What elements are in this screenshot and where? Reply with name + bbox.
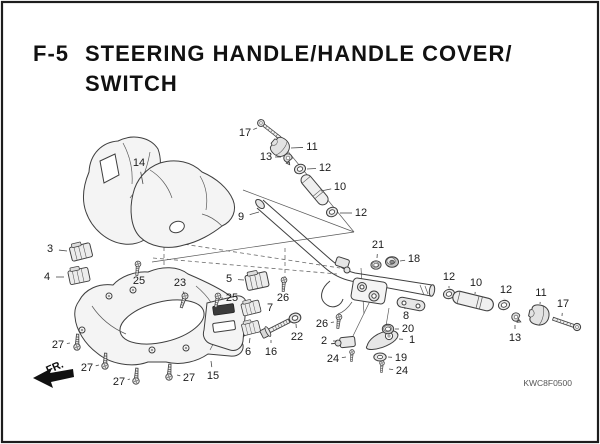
part-number-1: 1 <box>409 334 415 346</box>
leader-line-24 <box>388 368 394 371</box>
part-number-8: 8 <box>403 310 409 322</box>
fasteners <box>73 260 395 385</box>
part-number-19: 19 <box>395 352 407 364</box>
nut-18 <box>385 256 399 268</box>
brake-lever-curl <box>321 280 344 308</box>
leader-line-3 <box>58 249 68 252</box>
leader-line-6 <box>248 337 251 344</box>
handle-clamp-assembly <box>321 256 426 315</box>
leader-line-18 <box>399 259 406 262</box>
leader-line-26 <box>330 321 335 323</box>
part-number-17: 17 <box>239 127 251 139</box>
part-number-14: 14 <box>133 157 145 169</box>
part-number-11: 11 <box>306 141 317 153</box>
screw-bosses <box>78 286 190 354</box>
part-number-12: 12 <box>319 162 331 174</box>
part-number-24: 24 <box>327 353 339 365</box>
part-number-27: 27 <box>113 376 125 388</box>
part-number-27: 27 <box>81 362 93 374</box>
section-code: F-5 <box>33 41 69 66</box>
leader-line-11 <box>290 147 304 149</box>
part-number-22: 22 <box>291 331 303 343</box>
lower-handle-cover <box>74 267 247 366</box>
nut-21 <box>370 260 382 270</box>
page-title-line2: SWITCH <box>85 71 178 96</box>
part-number-12: 12 <box>355 207 367 219</box>
part-number-24: 24 <box>396 365 408 377</box>
leader-line-27 <box>176 374 181 377</box>
part-number-25: 25 <box>226 292 238 304</box>
leader-line-15 <box>210 360 213 368</box>
leader-line-12 <box>306 168 317 170</box>
leader-line-27 <box>127 378 131 381</box>
part-number-5: 5 <box>226 273 232 285</box>
part-number-2: 2 <box>321 335 327 347</box>
leader-line-17 <box>253 127 258 130</box>
part-number-6: 6 <box>245 346 251 358</box>
fr-arrow-icon <box>33 368 74 388</box>
leader-line-24 <box>341 356 347 359</box>
cover-vent-hole <box>99 153 120 184</box>
part-number-27: 27 <box>52 339 64 351</box>
part-number-23: 23 <box>174 277 186 289</box>
part-number-9: 9 <box>238 211 244 223</box>
part-number-27: 27 <box>183 372 195 384</box>
steering-handle-pipe <box>255 198 436 297</box>
part-number-12: 12 <box>500 284 512 296</box>
part-number-13: 13 <box>260 151 272 163</box>
part-number-7: 7 <box>267 302 273 314</box>
nut-20 <box>381 323 395 335</box>
cover-opening <box>119 299 205 345</box>
part-number-12: 12 <box>443 271 455 283</box>
page-title-line1: STEERING HANDLE/HANDLE COVER/ <box>85 41 512 66</box>
part-number-21: 21 <box>372 239 384 251</box>
part-number-25: 25 <box>133 275 145 287</box>
part-number-4: 4 <box>44 271 50 283</box>
part-number-3: 3 <box>47 243 53 255</box>
part-number-26: 26 <box>277 292 289 304</box>
part-number-13: 13 <box>509 332 521 344</box>
part-number-10: 10 <box>334 181 346 193</box>
part-number-17: 17 <box>557 298 569 310</box>
leader-line-23 <box>182 291 185 295</box>
part-number-18: 18 <box>408 253 420 265</box>
part-number-11: 11 <box>535 287 546 299</box>
leader-line-9 <box>249 211 260 215</box>
leader-line-27 <box>66 342 71 344</box>
washer-19 <box>373 352 387 362</box>
part-number-20: 20 <box>402 323 414 335</box>
part-number-10: 10 <box>470 277 482 289</box>
leader-line-14 <box>140 171 144 185</box>
part-number-15: 15 <box>207 370 219 382</box>
fr-direction-arrow: FR. <box>33 359 74 388</box>
upper-handle-cover <box>82 136 236 248</box>
switch-2 <box>331 335 356 349</box>
lever-1 <box>365 330 399 351</box>
diagram-code: KWC8F0500 <box>523 378 572 388</box>
part-number-26: 26 <box>316 318 328 330</box>
part-number-16: 16 <box>265 346 277 358</box>
leader-line-10 <box>320 188 332 192</box>
leader-line-27 <box>95 364 100 367</box>
